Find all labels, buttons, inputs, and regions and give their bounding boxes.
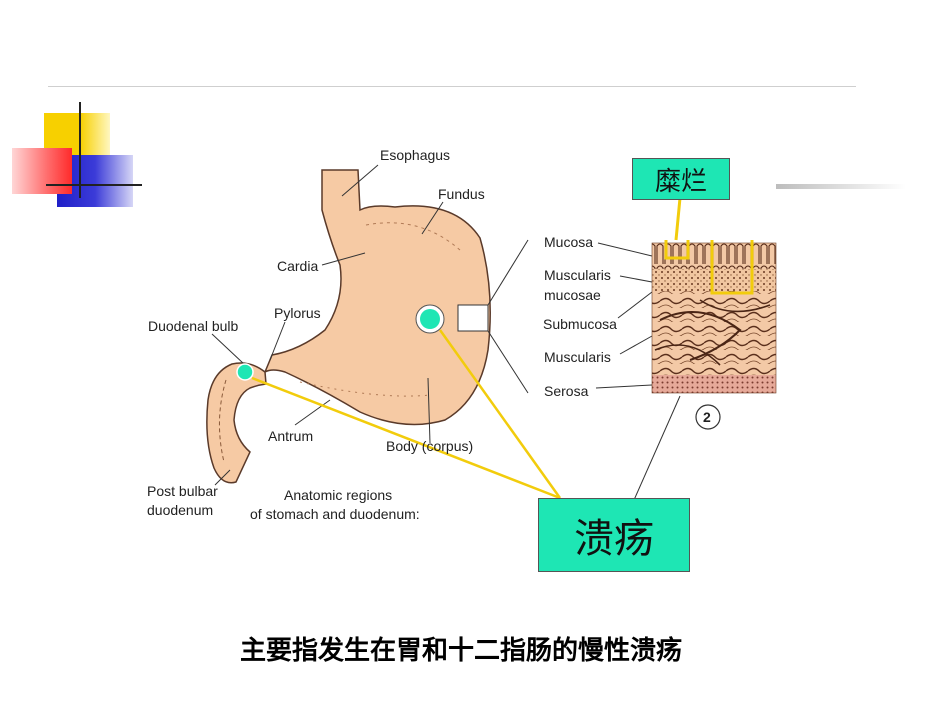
label-post-bulbar: Post bulbar <box>147 483 218 499</box>
red-square <box>12 148 72 194</box>
label-body: Body (corpus) <box>386 438 474 454</box>
panel-number-circle <box>695 404 721 430</box>
label-esophagus: Esophagus <box>380 147 451 163</box>
label-mucosa: Mucosa <box>544 234 594 250</box>
label-serosa: Serosa <box>544 383 589 399</box>
ulcer-marker-bulb <box>236 363 254 381</box>
slide-caption: 主要指发生在胃和十二指肠的慢性溃疡 <box>240 636 683 666</box>
tissue-cross-section <box>651 242 777 394</box>
ulcer-pointer-lines <box>251 329 562 500</box>
top-divider <box>48 86 856 87</box>
label-post-bulbar-duodenum: duodenum <box>147 502 214 518</box>
label-muscularis: Muscularis <box>544 349 611 365</box>
label-submucosa: Submucosa <box>543 316 617 332</box>
label-muscularis-mucosae: Muscularis <box>544 267 611 283</box>
stomach-leader-lines <box>211 164 444 486</box>
stomach-shape <box>206 169 491 484</box>
label-duodenal-bulb: Duodenal bulb <box>148 318 239 334</box>
label-cardia: Cardia <box>277 258 319 274</box>
label-muscularis-mucosae-2: mucosae <box>544 287 601 303</box>
ulcer-callout: 溃疡 <box>538 498 690 572</box>
erosion-callout: 糜烂 <box>632 158 730 200</box>
label-fundus: Fundus <box>438 186 485 202</box>
layer-leader-lines <box>487 239 681 501</box>
label-regions-title: Anatomic regions <box>284 487 393 503</box>
decorative-fade-bar <box>776 184 906 189</box>
lesion-brackets <box>664 197 754 295</box>
label-antrum: Antrum <box>268 428 314 444</box>
erosion-callout-text: 糜烂 <box>654 166 707 197</box>
horizontal-rule <box>46 184 142 186</box>
vertical-rule <box>79 102 81 198</box>
ulcer-marker-body <box>420 309 440 329</box>
magnify-box <box>457 304 489 332</box>
label-pylorus: Pylorus <box>274 305 321 321</box>
label-regions-subtitle: of stomach and duodenum: <box>250 506 420 522</box>
panel-number: 2 <box>703 409 711 425</box>
ulcer-callout-text: 溃疡 <box>574 516 654 562</box>
